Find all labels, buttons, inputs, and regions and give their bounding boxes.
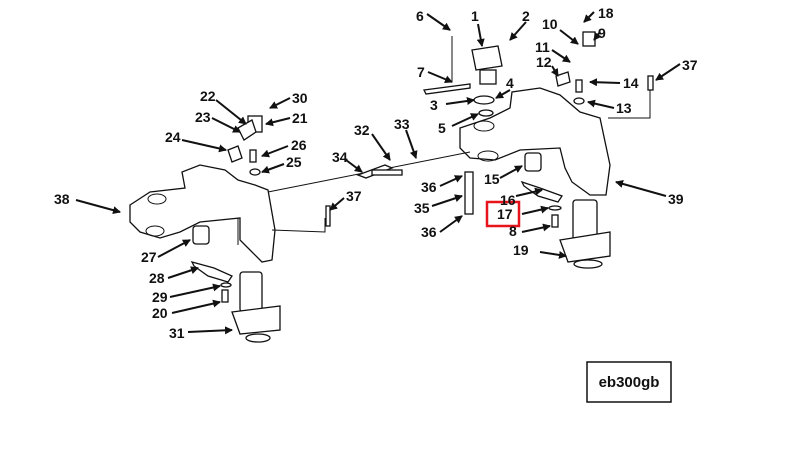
callout-12[interactable]: 12 — [536, 54, 552, 70]
callout-33[interactable]: 33 — [394, 116, 410, 132]
callout-arrow-24 — [181, 139, 227, 153]
left-top-components — [227, 115, 403, 227]
top-components — [423, 31, 654, 117]
callout-arrow-6 — [426, 13, 451, 31]
callout-14[interactable]: 14 — [623, 75, 639, 91]
callout-arrow-9 — [593, 31, 602, 41]
figure-id-box: eb300gb — [586, 361, 672, 403]
callout-15[interactable]: 15 — [484, 171, 500, 187]
callout-9[interactable]: 9 — [598, 25, 606, 41]
callout-35[interactable]: 35 — [414, 200, 430, 216]
callout-18[interactable]: 18 — [598, 5, 614, 21]
callout-arrow-25 — [261, 163, 285, 174]
callout-arrow-13 — [587, 99, 615, 109]
callout-arrow-28 — [167, 266, 199, 279]
right-valve-housing — [459, 85, 651, 196]
callout-36-2[interactable]: 36 — [421, 224, 437, 240]
callout-29[interactable]: 29 — [152, 289, 168, 305]
callout-arrow-34 — [345, 159, 363, 173]
callout-arrow-3 — [445, 97, 475, 105]
callout-31[interactable]: 31 — [169, 325, 185, 341]
callout-arrow-18 — [583, 11, 595, 23]
callout-34[interactable]: 34 — [332, 149, 348, 165]
callout-arrow-31 — [187, 326, 233, 335]
right-lower-components — [464, 152, 611, 269]
callout-arrow-16 — [515, 187, 543, 197]
callout-7[interactable]: 7 — [417, 64, 425, 80]
callout-arrow-30 — [269, 97, 291, 109]
callout-arrow-29 — [169, 283, 221, 298]
callout-25[interactable]: 25 — [286, 154, 302, 170]
callout-4[interactable]: 4 — [506, 75, 514, 91]
callout-arrow-36 — [439, 175, 463, 187]
callout-arrow-14 — [589, 78, 621, 87]
callout-8[interactable]: 8 — [509, 223, 517, 239]
callout-6[interactable]: 6 — [416, 8, 424, 24]
callout-arrow-5 — [451, 113, 479, 127]
callout-28[interactable]: 28 — [149, 270, 165, 286]
callout-37[interactable]: 37 — [682, 57, 698, 73]
callout-19[interactable]: 19 — [513, 242, 529, 258]
callout-arrow-33 — [405, 129, 418, 159]
callout-arrow-20 — [171, 299, 221, 314]
callout-20[interactable]: 20 — [152, 305, 168, 321]
callout-16[interactable]: 16 — [500, 192, 516, 208]
callout-arrow-11 — [551, 49, 571, 63]
callout-arrow-21 — [265, 117, 291, 127]
callout-10[interactable]: 10 — [542, 16, 558, 32]
callout-arrow-2 — [509, 21, 527, 41]
callout-arrow-26 — [261, 145, 289, 158]
callout-arrow-17 — [521, 205, 549, 215]
callout-39[interactable]: 39 — [668, 191, 684, 207]
callout-5[interactable]: 5 — [438, 120, 446, 136]
left-valve-housing — [129, 164, 326, 263]
callout-22[interactable]: 22 — [200, 88, 216, 104]
callout-arrow-22 — [215, 99, 247, 125]
callout-arrow-39 — [615, 180, 667, 197]
callout-1[interactable]: 1 — [471, 8, 479, 24]
callout-arrows — [75, 11, 681, 335]
callout-arrow-8 — [521, 223, 551, 233]
figure-id: eb300gb — [599, 374, 660, 391]
callout-11[interactable]: 11 — [535, 39, 550, 55]
callout-27[interactable]: 27 — [141, 249, 157, 265]
callout-23[interactable]: 23 — [195, 109, 211, 125]
highlight-box — [485, 200, 521, 228]
callout-24[interactable]: 24 — [165, 129, 181, 145]
callout-arrow-36-2 — [439, 215, 463, 233]
callout-26[interactable]: 26 — [291, 137, 307, 153]
callout-32[interactable]: 32 — [354, 122, 370, 138]
callout-arrow-15 — [499, 165, 523, 179]
callout-38[interactable]: 38 — [54, 191, 70, 207]
callout-36[interactable]: 36 — [421, 179, 437, 195]
left-lower-components — [190, 225, 281, 343]
callout-arrow-19 — [539, 250, 567, 259]
callout-arrow-27 — [157, 239, 191, 258]
callout-arrow-35 — [431, 194, 463, 207]
callout-arrow-12 — [550, 65, 559, 77]
callout-13[interactable]: 13 — [616, 100, 632, 116]
callout-21[interactable]: 21 — [292, 110, 308, 126]
callout-arrow-4 — [495, 89, 511, 99]
callout-arrow-1 — [476, 23, 485, 47]
callout-arrow-38 — [75, 199, 121, 215]
callout-30[interactable]: 30 — [292, 90, 308, 106]
callout-arrow-7 — [427, 71, 453, 83]
callout-17[interactable]: 17 — [497, 206, 513, 222]
callout-arrow-37-2 — [329, 197, 345, 211]
callout-arrow-32 — [371, 133, 391, 161]
callout-arrow-10 — [559, 29, 579, 45]
callout-arrow-37 — [655, 63, 681, 81]
callout-arrow-23 — [211, 117, 241, 133]
callout-37-2[interactable]: 37 — [346, 188, 362, 204]
callout-3[interactable]: 3 — [430, 97, 438, 113]
callout-2[interactable]: 2 — [522, 8, 530, 24]
